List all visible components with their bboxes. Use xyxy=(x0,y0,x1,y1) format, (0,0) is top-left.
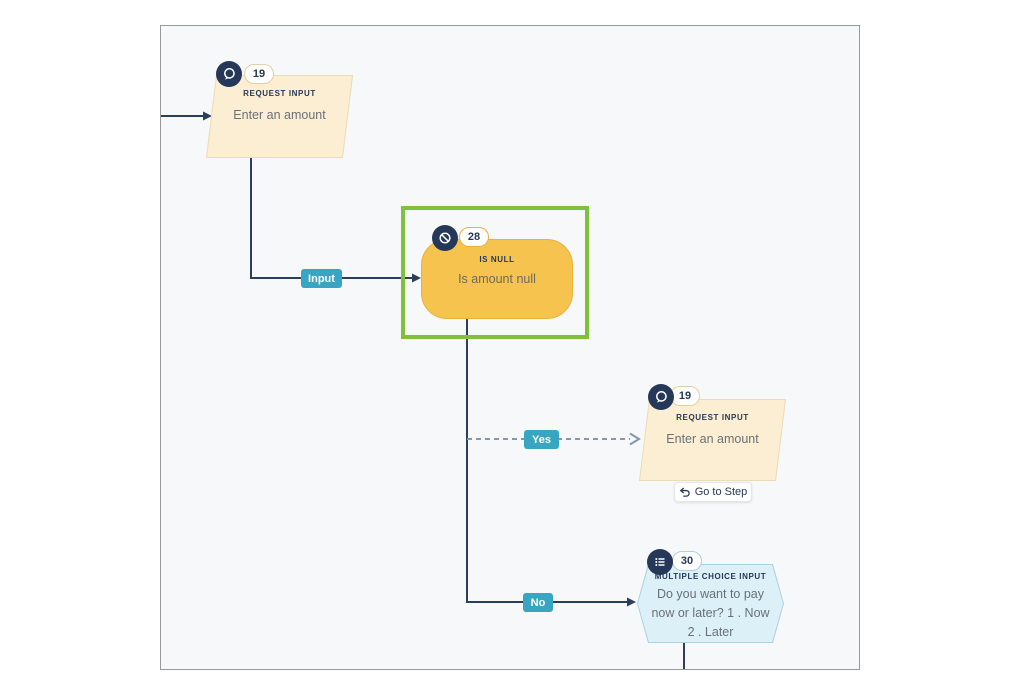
node-type-label: REQUEST INPUT xyxy=(676,413,749,422)
comment-icon xyxy=(648,384,674,410)
step-number-badge: 28 xyxy=(459,227,489,247)
step-number-badge: 19 xyxy=(244,64,274,84)
node-text: Enter an amount xyxy=(233,108,326,122)
edge-label-yes[interactable]: Yes xyxy=(524,430,559,449)
go-to-step-button[interactable]: Go to Step xyxy=(674,482,752,502)
node-text: Do you want to pay now or later? 1 . Now… xyxy=(651,587,770,639)
go-to-step-label: Go to Step xyxy=(694,486,748,498)
node-multiple-choice-30[interactable]: MULTIPLE CHOICE INPUT Do you want to pay… xyxy=(637,564,784,643)
comment-icon xyxy=(216,61,242,87)
edge-label-input[interactable]: Input xyxy=(301,269,342,288)
node-is-null-28[interactable]: IS NULL Is amount null xyxy=(421,239,573,319)
node-text: Is amount null xyxy=(458,272,536,286)
node-text: Enter an amount xyxy=(666,432,759,446)
node-request-input-19-target[interactable]: REQUEST INPUT Enter an amount xyxy=(638,399,787,481)
go-to-step-icon xyxy=(679,487,691,498)
prohibition-icon xyxy=(432,225,458,251)
edge-label-no[interactable]: No xyxy=(523,593,553,612)
step-number-badge: 30 xyxy=(672,551,702,571)
flow-canvas[interactable]: REQUEST INPUT Enter an amount 19 IS NULL… xyxy=(160,25,860,670)
step-number-badge: 19 xyxy=(670,386,700,406)
list-icon xyxy=(647,549,673,575)
node-type-label: REQUEST INPUT xyxy=(243,89,316,98)
node-type-label: IS NULL xyxy=(479,255,515,264)
node-type-label: MULTIPLE CHOICE INPUT xyxy=(654,572,767,581)
node-shape-rounded xyxy=(421,239,573,319)
node-request-input-19[interactable]: REQUEST INPUT Enter an amount xyxy=(205,75,354,158)
